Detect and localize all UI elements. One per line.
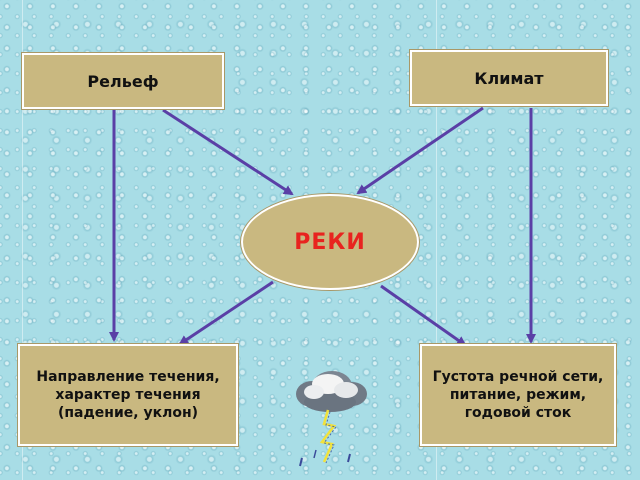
- arrow-rivers-to-flow: [178, 280, 274, 346]
- arrow-climate-to-rivers: [356, 106, 484, 195]
- storm-cloud-icon: [296, 371, 367, 467]
- node-network-label: Густота речной сети, питание, режим, год…: [432, 369, 604, 421]
- node-climate-label: Климат: [474, 68, 544, 88]
- node-rivers-label: РЕКИ: [294, 229, 366, 255]
- rain-drop: [347, 453, 351, 463]
- node-rivers: РЕКИ: [241, 194, 419, 290]
- node-relief-label: Рельеф: [87, 71, 159, 91]
- node-flow: Направление течения, характер течения (п…: [18, 344, 238, 446]
- background-divider-center: [436, 0, 437, 480]
- background-divider-left: [22, 0, 23, 480]
- rain-drop: [299, 457, 303, 467]
- node-climate: Климат: [410, 50, 608, 106]
- node-network: Густота речной сети, питание, режим, год…: [420, 344, 616, 446]
- arrow-relief-to-rivers: [162, 108, 294, 196]
- node-flow-label: Направление течения, характер течения (п…: [36, 369, 220, 421]
- node-relief: Рельеф: [22, 53, 224, 109]
- arrow-rivers-to-network: [380, 284, 467, 347]
- lightning-bolt: [319, 409, 337, 463]
- rain-drop: [313, 449, 317, 459]
- cloud-shape: [296, 371, 367, 412]
- lightning-bolt-shadow: [323, 411, 337, 464]
